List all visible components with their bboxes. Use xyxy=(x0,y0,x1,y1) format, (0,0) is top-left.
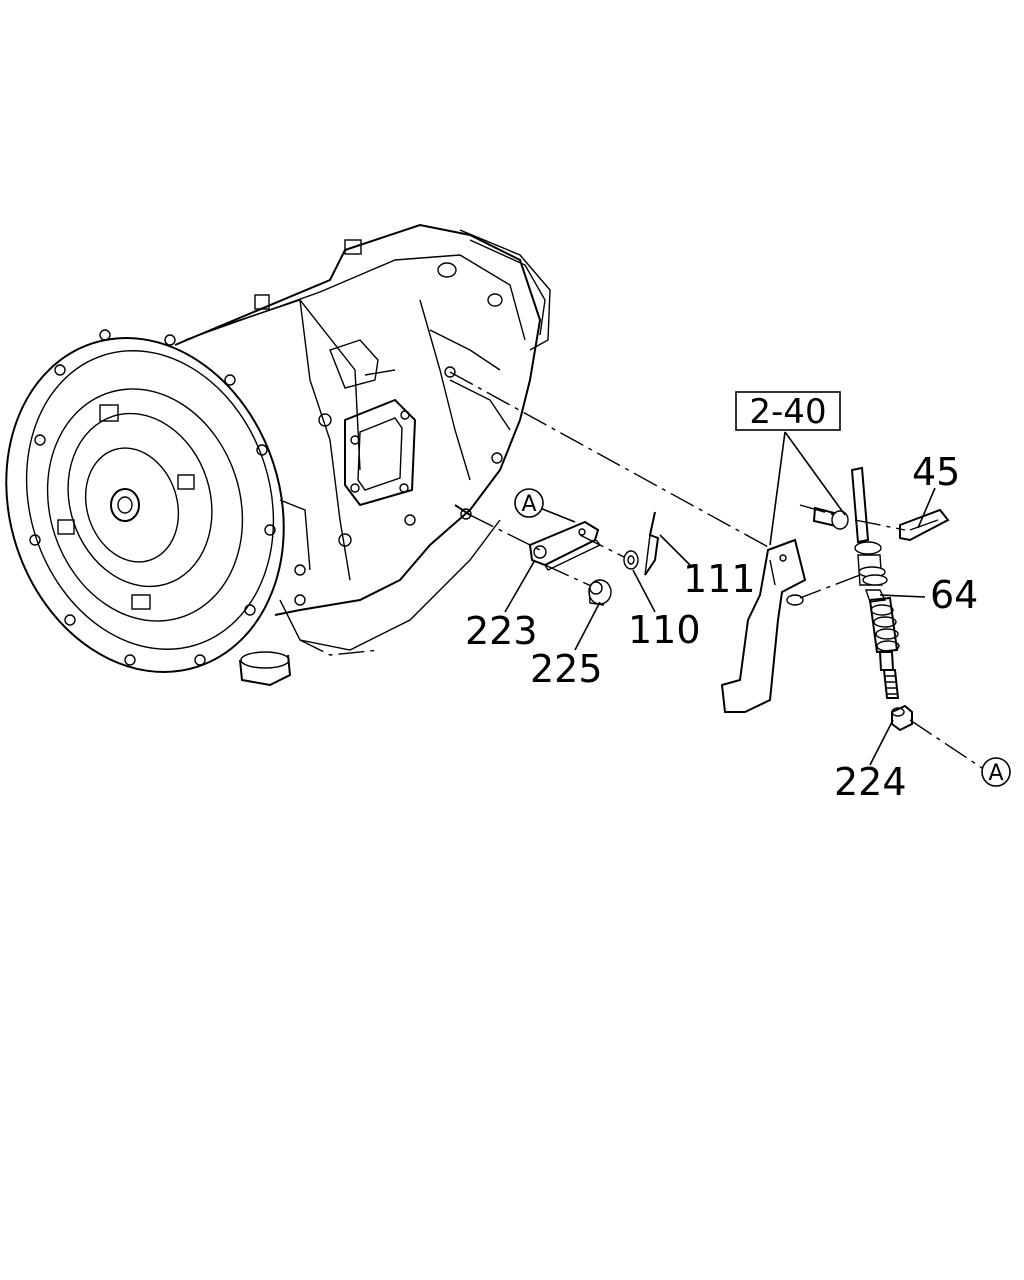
assembly-line-cable-to-bracket xyxy=(799,574,861,599)
callout-a-upper-label: A xyxy=(521,492,536,517)
shift-cable-part xyxy=(850,466,900,699)
callout-a-lower[interactable]: A xyxy=(981,757,1011,787)
valve-body-cover xyxy=(344,398,417,507)
part-label-64[interactable]: 64 xyxy=(930,573,978,617)
flange-bolt-holes xyxy=(29,329,276,666)
assembly-line-clevis-to-marker xyxy=(909,719,986,771)
assembly-line-bolt-to-clip xyxy=(854,519,906,531)
part-label-225[interactable]: 225 xyxy=(530,647,603,691)
reference-box[interactable]: 2-40 xyxy=(735,391,841,432)
bushing-part xyxy=(588,579,612,606)
washer-part xyxy=(623,550,639,570)
part-label-110[interactable]: 110 xyxy=(628,608,701,652)
bracket-bolt-part xyxy=(799,504,849,530)
shift-lever-part xyxy=(528,520,602,571)
cable-bracket-part xyxy=(720,538,807,713)
part-label-224[interactable]: 224 xyxy=(834,760,907,804)
part-label-223[interactable]: 223 xyxy=(465,609,538,653)
clevis-part xyxy=(891,704,913,732)
reference-box-label: 2-40 xyxy=(749,392,826,432)
leader-lines xyxy=(504,431,936,766)
callout-a-lower-label: A xyxy=(988,761,1003,786)
assembly-line-shaft-to-lever xyxy=(469,514,541,551)
transmission-assembly xyxy=(5,223,551,687)
part-label-111[interactable]: 111 xyxy=(683,557,756,601)
cable-clip-part xyxy=(899,508,950,542)
callout-a-upper[interactable]: A xyxy=(514,488,544,518)
assembly-line-lever-to-washer xyxy=(579,534,631,561)
assembly-line-case-to-bracket xyxy=(449,371,771,549)
part-label-45[interactable]: 45 xyxy=(912,450,960,494)
cotter-pin-part xyxy=(644,511,660,576)
